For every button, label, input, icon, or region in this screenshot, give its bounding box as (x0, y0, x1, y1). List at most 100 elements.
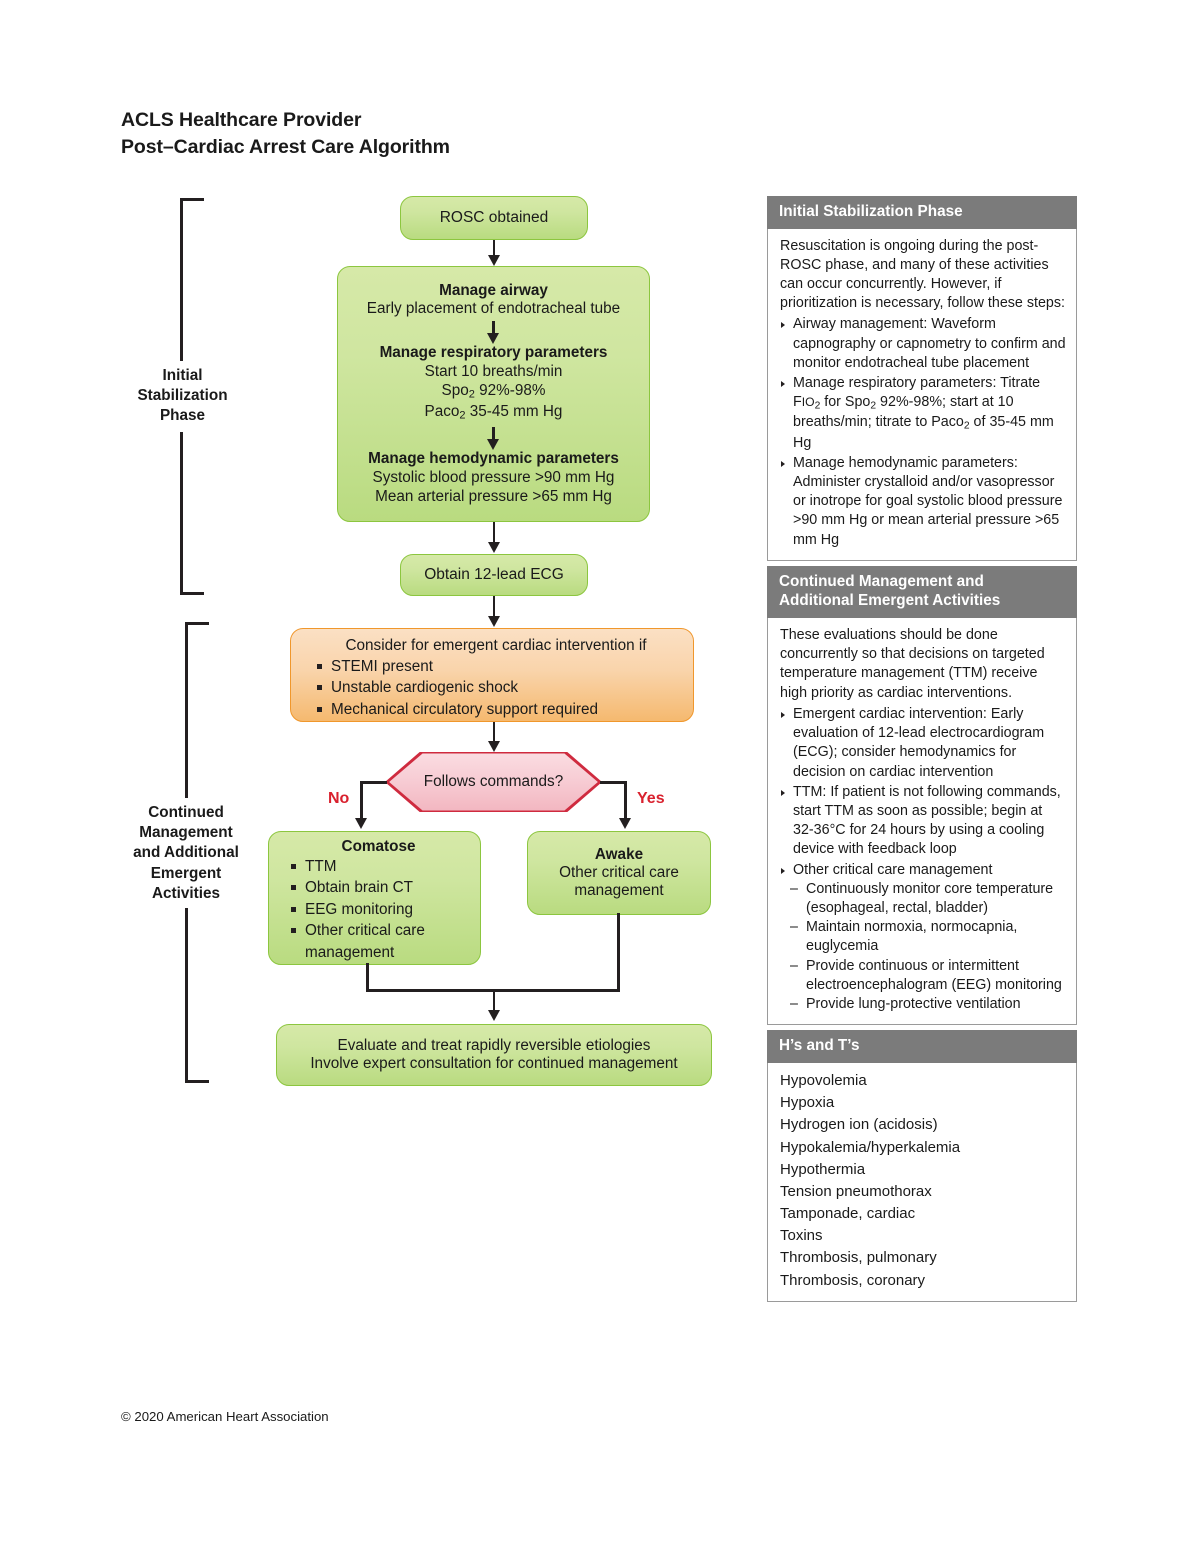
panel-continued-header: Continued Management and Additional Emer… (767, 565, 1077, 618)
branch-label-no: No (328, 790, 350, 807)
flowchart: Initial Stabilization Phase Continued Ma… (133, 196, 712, 1086)
panel-continued-intro: These evaluations should be done concurr… (780, 626, 1045, 701)
list-item: Manage hemodynamic parameters: Administe… (780, 454, 1066, 550)
list-item: Hypokalemia/hyperkalemia (780, 1138, 961, 1156)
inner-connector-airway-to-respiratory (338, 318, 649, 344)
hs-ts-list: Hypovolemia Hypoxia Hydrogen ion (acidos… (780, 1070, 1066, 1292)
panel-initial-stabilization-phase: Initial Stabilization Phase Resuscitatio… (767, 196, 1077, 561)
evaluate-line2: Involve expert consultation for continue… (310, 1055, 678, 1072)
phase-label-continued: Continued Management and Additional Emer… (133, 804, 239, 902)
node-rosc-label: ROSC obtained (439, 209, 549, 226)
list-item: Toxins (780, 1227, 823, 1245)
panel-hs-and-ts: H’s and T’s Hypovolemia Hypoxia Hydrogen… (767, 1030, 1077, 1302)
bracket-initial-upper-stem (180, 198, 183, 361)
node-follows-commands-decision[interactable]: Follows commands? (385, 752, 602, 812)
hemodynamic-sbp: Systolic blood pressure >90 mm Hg (372, 468, 615, 486)
node-initial-stabilization-steps[interactable]: Manage airway Early placement of endotra… (337, 266, 650, 522)
connector-consider-to-decision (492, 722, 496, 742)
node-obtain-ecg[interactable]: Obtain 12-lead ECG (400, 554, 588, 596)
panel-initial-intro: Resuscitation is ongoing during the post… (780, 237, 1066, 312)
node-rosc-obtained[interactable]: ROSC obtained (400, 196, 588, 240)
list-item: Unstable cardiogenic shock (313, 677, 679, 698)
node-evaluate-and-treat[interactable]: Evaluate and treat rapidly reversible et… (276, 1024, 712, 1086)
list-item: Maintain normoxia, normocapnia, euglycem… (790, 918, 1066, 956)
connector-ecg-to-consider (492, 596, 496, 617)
arrowhead-merge-to-evaluate (487, 1010, 500, 1021)
segment-manage-hemodynamic: Manage hemodynamic parameters Systolic b… (338, 450, 649, 507)
connector-decision-yes-horizontal (600, 781, 627, 784)
copyright-footer: © 2020 American Heart Association (121, 1409, 329, 1424)
segment-manage-respiratory: Manage respiratory parameters Start 10 b… (338, 344, 649, 424)
comatose-list: TTM Obtain brain CT EEG monitoring Other… (287, 856, 470, 963)
panel-initial-body: Resuscitation is ongoing during the post… (767, 228, 1077, 561)
list-item: Provide continuous or intermittent elect… (790, 957, 1066, 995)
panel-continued-subbullets: Continuously monitor core temperature (e… (780, 880, 1066, 1015)
branch-label-yes: Yes (637, 790, 665, 807)
panel-initial-header: Initial Stabilization Phase (767, 196, 1077, 229)
manage-respiratory-title: Manage respiratory parameters (379, 343, 608, 361)
consider-title: Consider for emergent cardiac interventi… (345, 637, 647, 654)
arrowhead-rosc-to-airway (487, 255, 500, 266)
list-item: EEG monitoring (287, 899, 470, 920)
connector-decision-no-vertical (360, 781, 363, 819)
panel-continued-management: Continued Management and Additional Emer… (767, 565, 1077, 1026)
node-ecg-label: Obtain 12-lead ECG (424, 566, 564, 583)
phase-label-initial: Initial Stabilization Phase (137, 367, 228, 425)
consider-list: STEMI present Unstable cardiogenic shock… (313, 656, 679, 720)
arrowhead-bigbox-to-ecg (487, 542, 500, 553)
list-item: Continuously monitor core temperature (e… (790, 880, 1066, 918)
list-item: Other critical care management (780, 861, 1066, 880)
bracket-continued-bottom-tick (185, 1080, 209, 1083)
list-item: Other critical care management (287, 920, 470, 963)
node-awake[interactable]: Awake Other critical care management (527, 831, 711, 915)
respiratory-breaths: Start 10 breaths/min (424, 362, 563, 380)
bracket-continued-top-tick (185, 622, 209, 625)
connector-merge-to-evaluate (492, 989, 496, 1011)
inner-connector-respiratory-to-hemodynamic (338, 424, 649, 450)
panel-continued-bullets: Emergent cardiac intervention: Early eva… (780, 705, 1066, 880)
node-comatose[interactable]: Comatose TTM Obtain brain CT EEG monitor… (268, 831, 481, 965)
list-item: Thrombosis, coronary (780, 1271, 926, 1289)
node-consider-emergent-intervention[interactable]: Consider for emergent cardiac interventi… (290, 628, 694, 722)
list-item: Manage respiratory parameters: Titrate F… (780, 374, 1066, 453)
segment-manage-airway: Manage airway Early placement of endotra… (338, 282, 649, 318)
hemodynamic-map: Mean arterial pressure >65 mm Hg (375, 487, 612, 505)
list-item: TTM: If patient is not following command… (780, 783, 1066, 860)
panel-initial-bullets: Airway management: Waveform capnography … (780, 315, 1066, 549)
respiratory-spo2: Spo2 92%-98% (441, 382, 546, 401)
bracket-continued-upper-stem (185, 622, 188, 798)
awake-detail: Other critical care management (559, 864, 679, 899)
comatose-title: Comatose (341, 838, 416, 855)
arrowhead-consider-to-decision (487, 741, 500, 752)
connector-decision-yes-vertical (624, 781, 627, 819)
connector-comatose-down (366, 963, 369, 991)
sidebar: Initial Stabilization Phase Resuscitatio… (767, 196, 1077, 1307)
evaluate-line1: Evaluate and treat rapidly reversible et… (337, 1037, 651, 1054)
manage-airway-title: Manage airway (439, 281, 548, 299)
list-item: Obtain brain CT (287, 877, 470, 898)
connector-decision-no-horizontal (360, 781, 387, 784)
awake-title: Awake (594, 846, 644, 863)
arrowhead-ecg-to-consider (487, 616, 500, 627)
list-item: STEMI present (313, 656, 679, 677)
list-item: Mechanical circulatory support required (313, 699, 679, 720)
list-item: Hypothermia (780, 1160, 866, 1178)
respiratory-paco2: Paco2 35-45 mm Hg (424, 403, 563, 422)
decision-fill (385, 752, 602, 812)
bracket-continued-lower-stem (185, 908, 188, 1082)
page-title: ACLS Healthcare Provider Post–Cardiac Ar… (121, 109, 450, 158)
arrowhead-decision-to-awake (619, 818, 631, 829)
manage-hemodynamic-title: Manage hemodynamic parameters (368, 449, 619, 467)
list-item: Provide lung-protective ventilation (790, 995, 1066, 1014)
list-item: TTM (287, 856, 470, 877)
connector-rosc-to-airway (492, 240, 496, 256)
panel-hs-ts-body: Hypovolemia Hypoxia Hydrogen ion (acidos… (767, 1062, 1077, 1302)
list-item: Thrombosis, pulmonary (780, 1249, 937, 1267)
connector-awake-down (617, 913, 620, 991)
list-item: Hydrogen ion (acidosis) (780, 1116, 938, 1134)
decision-label: Follows commands? (423, 773, 564, 790)
list-item: Hypovolemia (780, 1071, 867, 1089)
list-item: Hypoxia (780, 1094, 835, 1112)
bracket-initial-top-tick (180, 198, 204, 201)
bracket-initial-lower-stem (180, 432, 183, 595)
